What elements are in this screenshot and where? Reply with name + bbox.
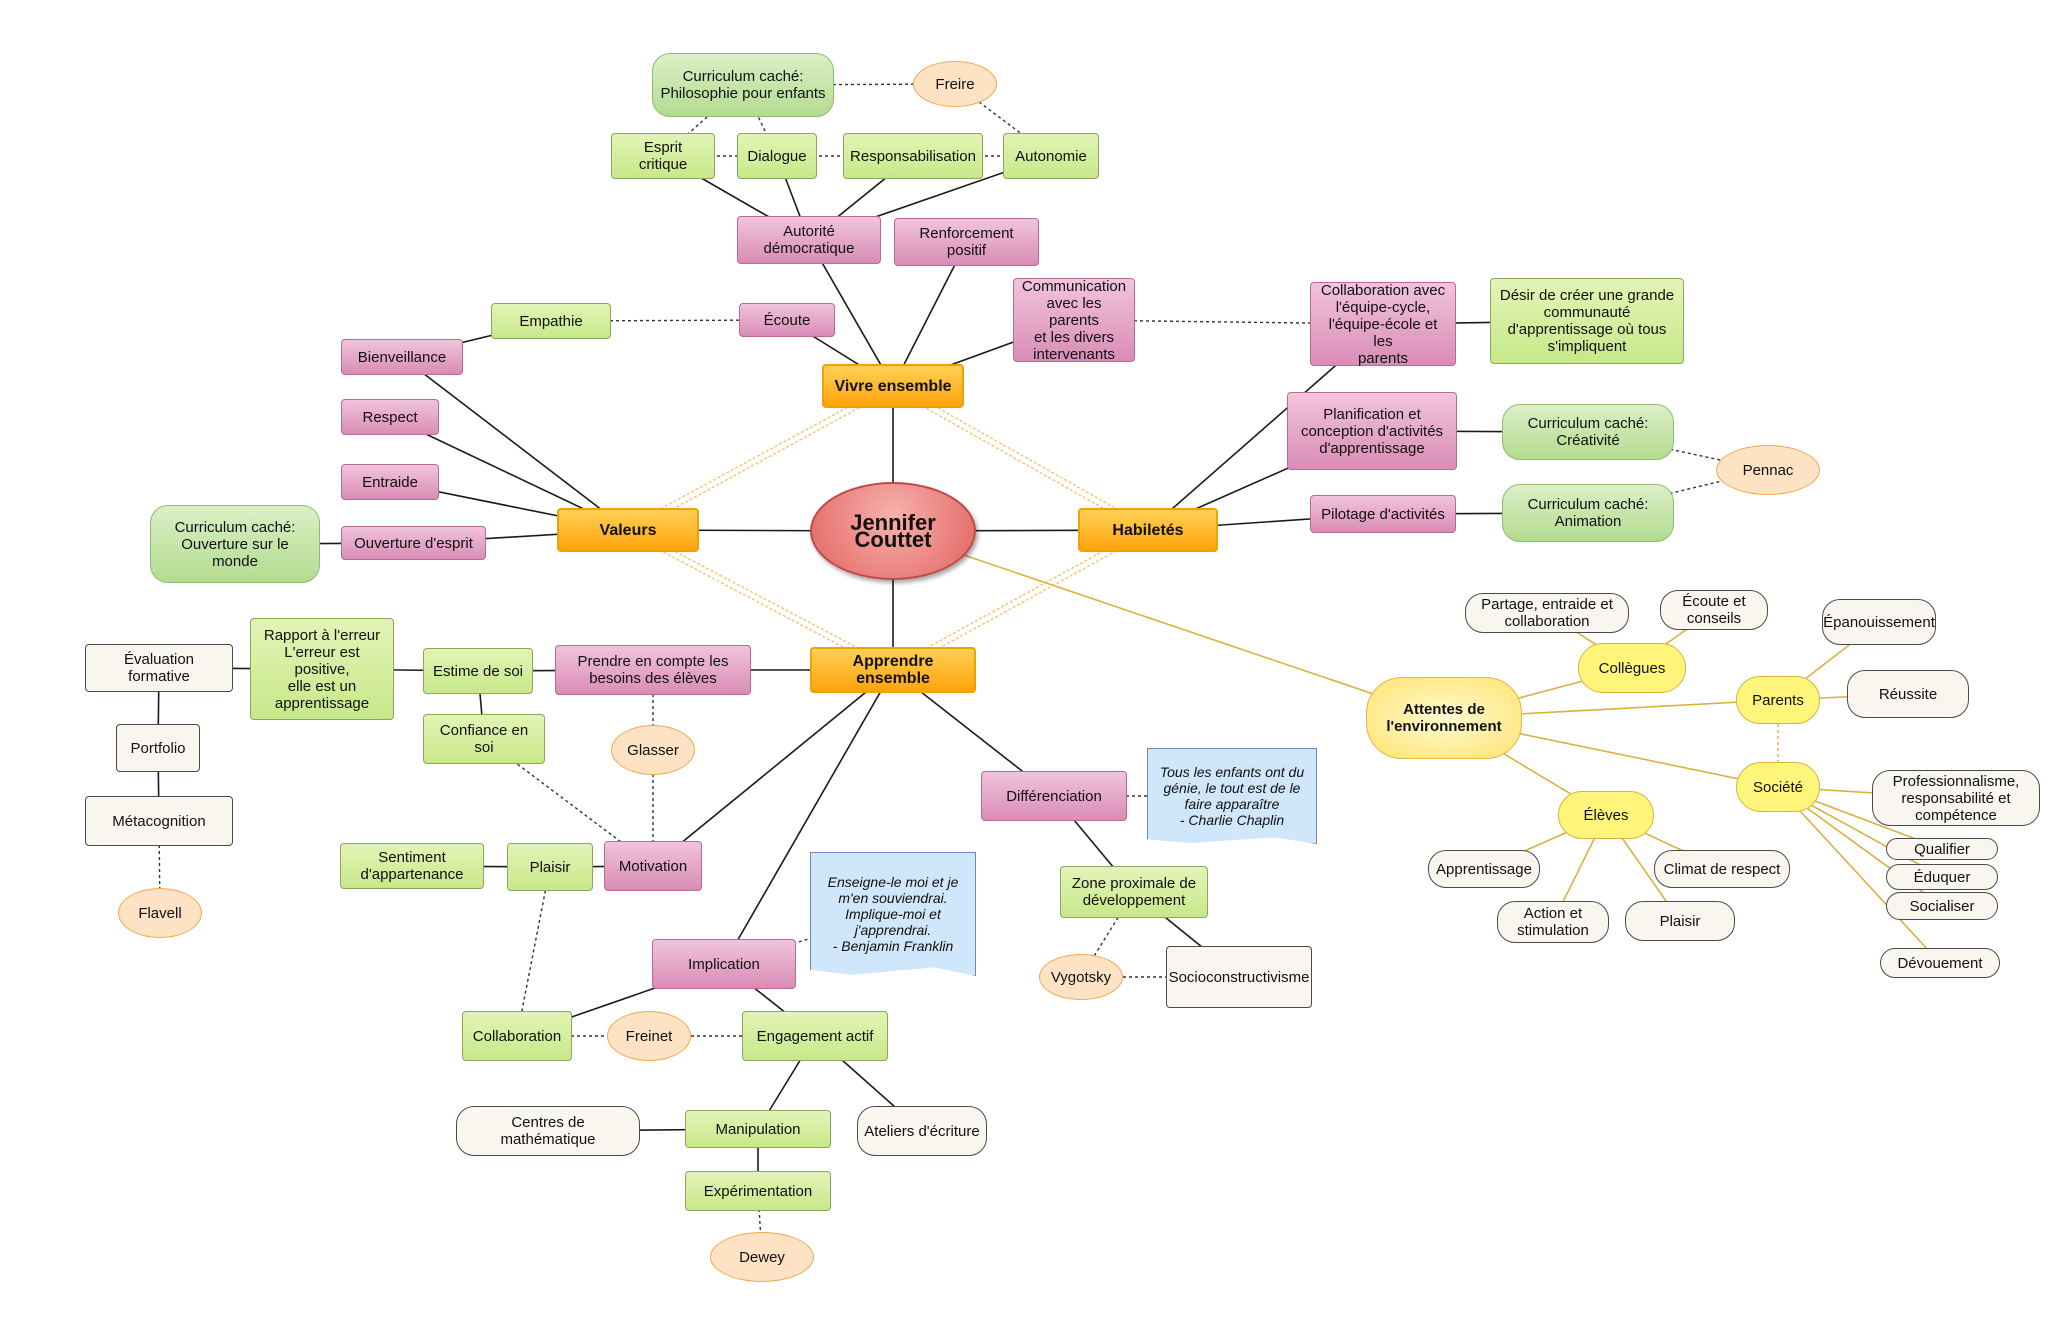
node-apprentissage[interactable]: Apprentissage — [1428, 850, 1540, 888]
node-planification[interactable]: Planification et conception d'activités … — [1287, 392, 1457, 470]
node-vygotsky[interactable]: Vygotsky — [1039, 954, 1123, 1000]
node-action[interactable]: Action et stimulation — [1497, 901, 1609, 943]
node-flavell[interactable]: Flavell — [118, 888, 202, 938]
node-epanouissement[interactable]: Épanouissement — [1822, 599, 1936, 645]
node-socialiser[interactable]: Socialiser — [1886, 892, 1998, 920]
node-confiance[interactable]: Confiance en soi — [423, 714, 545, 764]
node-implication[interactable]: Implication — [652, 939, 796, 989]
node-respect[interactable]: Respect — [341, 399, 439, 435]
node-prendre-compte[interactable]: Prendre en compte les besoins des élèves — [555, 645, 751, 695]
node-communication[interactable]: Communication avec les parents et les di… — [1013, 278, 1135, 363]
node-motivation[interactable]: Motivation — [604, 841, 702, 891]
edge-zpd-vygotsky — [1080, 891, 1135, 978]
node-ecoute[interactable]: Écoute — [739, 303, 835, 337]
node-eduquer[interactable]: Éduquer — [1886, 864, 1998, 890]
edge-center-attentes — [892, 530, 1445, 719]
edge-vivre-habiletes-b — [894, 382, 1150, 528]
node-dewey[interactable]: Dewey — [710, 1232, 814, 1282]
node-plaisir2[interactable]: Plaisir — [1625, 901, 1735, 941]
node-collaboration[interactable]: Collaboration — [462, 1011, 572, 1061]
node-centres-math[interactable]: Centres de mathématique — [456, 1106, 640, 1156]
node-pilotage[interactable]: Pilotage d'activités — [1310, 495, 1456, 533]
node-climat[interactable]: Climat de respect — [1654, 850, 1790, 888]
edge-vivre-habiletes-a — [891, 388, 1147, 534]
node-valeurs[interactable]: Valeurs — [557, 508, 699, 552]
node-autonomie[interactable]: Autonomie — [1003, 133, 1099, 179]
edge-vivre-autorite — [808, 239, 894, 387]
edge-apprendre-motivation — [652, 669, 894, 867]
node-rapport-erreur[interactable]: Rapport à l'erreur L'erreur est positive… — [250, 618, 394, 720]
node-sentiment[interactable]: Sentiment d'appartenance — [340, 843, 484, 889]
node-professionnalisme[interactable]: Professionnalisme, responsabilité et com… — [1872, 770, 2040, 826]
node-bienveillance[interactable]: Bienveillance — [341, 339, 463, 375]
node-engagement[interactable]: Engagement actif — [742, 1011, 888, 1061]
node-experimentation[interactable]: Expérimentation — [685, 1171, 831, 1211]
node-estime[interactable]: Estime de soi — [423, 648, 533, 694]
node-ateliers[interactable]: Ateliers d'écriture — [857, 1106, 987, 1156]
node-quote-chaplin[interactable]: Tous les enfants ont du génie, le tout e… — [1147, 748, 1317, 844]
node-dialogue[interactable]: Dialogue — [737, 133, 817, 179]
node-cc-animation[interactable]: Curriculum caché: Animation — [1502, 484, 1674, 542]
node-partage[interactable]: Partage, entraide et collaboration — [1465, 593, 1629, 633]
node-responsabilisation[interactable]: Responsabilisation — [843, 133, 983, 179]
node-apprendre[interactable]: Apprendre ensemble — [810, 647, 976, 693]
node-quote-franklin[interactable]: Enseigne-le moi et je m'en souviendrai. … — [810, 852, 976, 976]
node-ecoute-conseils[interactable]: Écoute et conseils — [1660, 590, 1768, 630]
node-desir[interactable]: Désir de créer une grande communauté d'a… — [1490, 278, 1684, 364]
edge-valeurs-bienveillance — [401, 356, 629, 531]
node-freire[interactable]: Freire — [913, 61, 997, 107]
node-ouverture[interactable]: Ouverture d'esprit — [341, 526, 486, 560]
node-zpd[interactable]: Zone proximale de développement — [1060, 866, 1208, 918]
node-devouement[interactable]: Dévouement — [1880, 948, 2000, 978]
edge-societe-devouement — [1777, 786, 1941, 964]
node-portfolio[interactable]: Portfolio — [116, 724, 200, 772]
node-esprit-critique[interactable]: Esprit critique — [611, 133, 715, 179]
node-collab-equipe[interactable]: Collaboration avec l'équipe-cycle, l'équ… — [1310, 282, 1456, 367]
node-vivre[interactable]: Vivre ensemble — [822, 364, 964, 408]
edge-apprendre-habiletes-a — [894, 532, 1150, 674]
node-socio[interactable]: Socioconstructivisme — [1166, 946, 1312, 1008]
node-cc-philo[interactable]: Curriculum caché: Philosophie pour enfan… — [652, 53, 834, 117]
node-metacognition[interactable]: Métacognition — [85, 796, 233, 846]
node-freinet[interactable]: Freinet — [607, 1011, 691, 1061]
node-eval-formative[interactable]: Évaluation formative — [85, 644, 233, 692]
node-glasser[interactable]: Glasser — [611, 725, 695, 775]
node-attentes[interactable]: Attentes de l'environnement — [1366, 677, 1522, 759]
node-reussite[interactable]: Réussite — [1847, 670, 1969, 718]
node-societe[interactable]: Société — [1736, 762, 1820, 812]
node-plaisir[interactable]: Plaisir — [507, 843, 593, 891]
node-differenciation[interactable]: Différenciation — [981, 771, 1127, 821]
node-renforcement[interactable]: Renforcement positif — [894, 218, 1039, 266]
edge-vivre-renforcement — [892, 241, 968, 387]
edge-apprendre-implication — [723, 669, 894, 965]
node-cc-monde[interactable]: Curriculum caché: Ouverture sur le monde — [150, 505, 320, 583]
node-entraide[interactable]: Entraide — [341, 464, 439, 500]
node-manipulation[interactable]: Manipulation — [685, 1110, 831, 1148]
node-empathie[interactable]: Empathie — [491, 303, 611, 339]
node-autorite[interactable]: Autorité démocratique — [737, 216, 881, 264]
edge-plaisir-collaboration — [516, 866, 551, 1037]
node-parents[interactable]: Parents — [1736, 676, 1820, 724]
node-qualifier[interactable]: Qualifier — [1886, 838, 1998, 860]
node-collegues[interactable]: Collègues — [1578, 643, 1686, 693]
node-center[interactable]: Jennifer Couttet — [810, 482, 976, 580]
node-pennac[interactable]: Pennac — [1716, 445, 1820, 495]
node-eleves[interactable]: Élèves — [1558, 791, 1654, 839]
node-habiletes[interactable]: Habiletés — [1078, 508, 1218, 552]
node-cc-creativite[interactable]: Curriculum caché: Créativité — [1502, 404, 1674, 460]
